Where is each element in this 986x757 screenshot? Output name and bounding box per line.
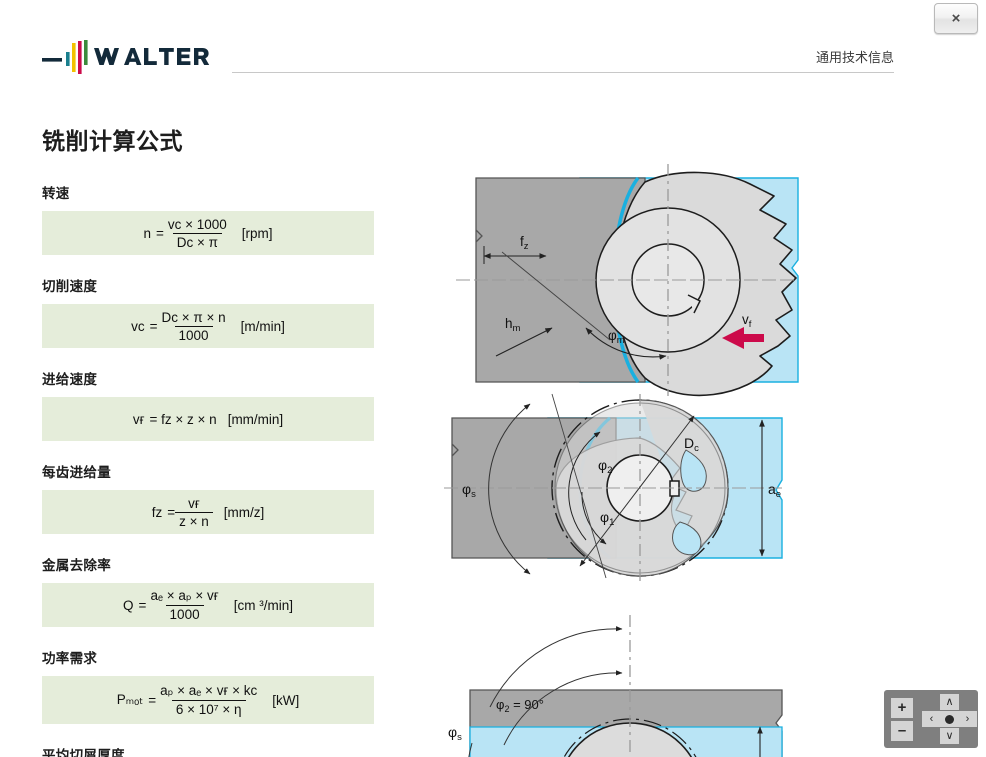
formula-block-average-chip-thickness: 平均切屑厚度: [42, 744, 374, 757]
close-button[interactable]: ×: [934, 3, 978, 34]
zoom-out-button[interactable]: –: [891, 720, 913, 741]
formula-unit: [mm/z]: [223, 504, 265, 520]
formula-label: 进给速度: [42, 372, 98, 388]
formula-unit: [m/min]: [240, 318, 285, 334]
formula-block-metal-removal-rate: 金属去除率 Q = aₑ × aₚ × vғ 1000 [cm ³/min]: [42, 554, 374, 627]
formula-equation: vᴄ = Dᴄ × π × n 1000 [m/min]: [131, 310, 285, 343]
formula-equation: fᴢ = vғ z × n [mm/z]: [152, 496, 265, 529]
formula-block-feed-per-tooth: 每齿进给量 fᴢ = vғ z × n [mm/z]: [42, 461, 374, 534]
equals-sign: =: [138, 597, 147, 613]
formula-unit: [rpm]: [241, 225, 273, 241]
fraction-denominator: 1000: [174, 325, 213, 343]
zoom-controls: + –: [891, 697, 913, 741]
formula-unit: [mm/min]: [227, 411, 284, 427]
formula-block-feed-rate: 进给速度 vғ = fᴢ × z × n [mm/min]: [42, 368, 374, 441]
pan-down-button[interactable]: ∨: [940, 728, 959, 744]
formula-list: 转速 n = vᴄ × 1000 Dᴄ × π [rpm] 切削速度 vᴄ: [42, 182, 374, 757]
equals-sign: =: [167, 504, 176, 520]
close-icon: ×: [951, 10, 961, 27]
formula-block-power-requirement: 功率需求 Pₘₒₜ = aₚ × aₑ × vғ × kᴄ 6 × 10⁷ × …: [42, 647, 374, 724]
formula-box: n = vᴄ × 1000 Dᴄ × π [rpm]: [42, 211, 374, 255]
feed-direction-arrow: [722, 327, 764, 349]
header-section-label: 通用技术信息: [815, 51, 894, 66]
formula-lhs: fᴢ: [151, 504, 163, 520]
formula-block-cutting-speed: 切削速度 vᴄ = Dᴄ × π × n 1000 [m/min]: [42, 275, 374, 348]
fraction: vᴄ × 1000 Dᴄ × π: [164, 217, 231, 250]
chip-thickness-diagram: fz hm φm vf: [456, 164, 799, 397]
fraction: Dᴄ × π × n 1000: [158, 310, 230, 343]
fraction: aₑ × aₚ × vғ 1000: [146, 588, 222, 622]
diagram-panel: fz hm φm vf: [430, 160, 986, 757]
formula-box: fᴢ = vғ z × n [mm/z]: [42, 490, 374, 534]
fraction-denominator: 1000: [165, 605, 204, 622]
diagram-label-phi2-90: φ2 = 90°: [496, 697, 544, 714]
formula-unit: [kW]: [272, 692, 300, 708]
formula-equation: Q = aₑ × aₚ × vғ 1000 [cm ³/min]: [123, 588, 293, 622]
formula-box: Q = aₑ × aₚ × vғ 1000 [cm ³/min]: [42, 583, 374, 627]
fraction-numerator: Dᴄ × π × n: [161, 309, 226, 325]
fraction: aₚ × aₑ × vғ × kᴄ 6 × 10⁷ × η: [156, 683, 261, 717]
formula-equation: n = vᴄ × 1000 Dᴄ × π [rpm]: [143, 217, 272, 250]
diagram-label-phi-s-bottom: φs: [448, 724, 462, 743]
pan-up-button[interactable]: ∧: [940, 694, 959, 710]
equals-sign: =: [149, 411, 158, 427]
formula-lhs: Q: [123, 597, 134, 613]
formula-label: 切削速度: [42, 279, 98, 295]
pan-dpad: ∧ ‹ › ∨: [921, 692, 978, 746]
formula-lhs: vғ: [132, 411, 145, 427]
fraction-numerator: vᴄ × 1000: [167, 216, 227, 232]
fraction-numerator: aₚ × aₑ × vғ × kᴄ: [160, 683, 258, 698]
engagement-angle-diagram: Dc φ2 φ1 φs ae: [444, 393, 783, 584]
slot-milling-diagram: φ2 = 90° φs: [448, 615, 783, 757]
formula-box: vᴄ = Dᴄ × π × n 1000 [m/min]: [42, 304, 374, 348]
diagram-label-vf: vf: [742, 312, 752, 330]
equals-sign: =: [149, 318, 158, 334]
equals-sign: =: [148, 692, 157, 708]
formula-inline-expression: fᴢ × z × n: [161, 411, 217, 427]
center-dot-icon: [945, 714, 954, 724]
formula-label: 每齿进给量: [42, 465, 111, 481]
equals-sign: =: [155, 225, 164, 241]
formula-lhs: n: [143, 225, 151, 241]
formula-equation: vғ = fᴢ × z × n [mm/min]: [133, 412, 283, 427]
formula-block-speed: 转速 n = vᴄ × 1000 Dᴄ × π [rpm]: [42, 182, 374, 255]
page-title: 铣削计算公式: [42, 129, 183, 156]
formula-equation: Pₘₒₜ = aₚ × aₑ × vғ × kᴄ 6 × 10⁷ × η [kW…: [117, 683, 300, 717]
fraction: vғ z × n: [175, 496, 213, 529]
pan-right-button[interactable]: ›: [958, 711, 977, 727]
fraction-denominator: 6 × 10⁷ × η: [171, 700, 246, 717]
zoom-in-button[interactable]: +: [891, 697, 913, 718]
formula-label: 功率需求: [42, 651, 98, 667]
formula-box: vғ = fᴢ × z × n [mm/min]: [42, 397, 374, 441]
formula-lhs: Pₘₒₜ: [116, 692, 144, 707]
fraction-numerator: aₑ × aₚ × vғ: [150, 588, 219, 603]
map-navigation-widget: + – ∧ ‹ › ∨: [884, 690, 978, 748]
fraction-numerator: vғ: [188, 495, 200, 511]
formula-lhs: vᴄ: [131, 318, 145, 334]
walter-logo: [42, 38, 222, 76]
formula-box: Pₘₒₜ = aₚ × aₑ × vғ × kᴄ 6 × 10⁷ × η [kW…: [42, 676, 374, 724]
formula-unit: [cm ³/min]: [233, 597, 293, 613]
header-divider: [232, 72, 894, 73]
formula-label: 转速: [42, 186, 70, 202]
fraction-denominator: Dᴄ × π: [172, 232, 222, 250]
pan-left-button[interactable]: ‹: [922, 711, 941, 727]
pan-center-button[interactable]: [940, 711, 959, 727]
formula-label: 平均切屑厚度: [42, 748, 125, 757]
fraction-denominator: z × n: [175, 511, 213, 529]
diagram-label-fz: fz: [520, 234, 529, 252]
formula-label: 金属去除率: [42, 558, 111, 574]
